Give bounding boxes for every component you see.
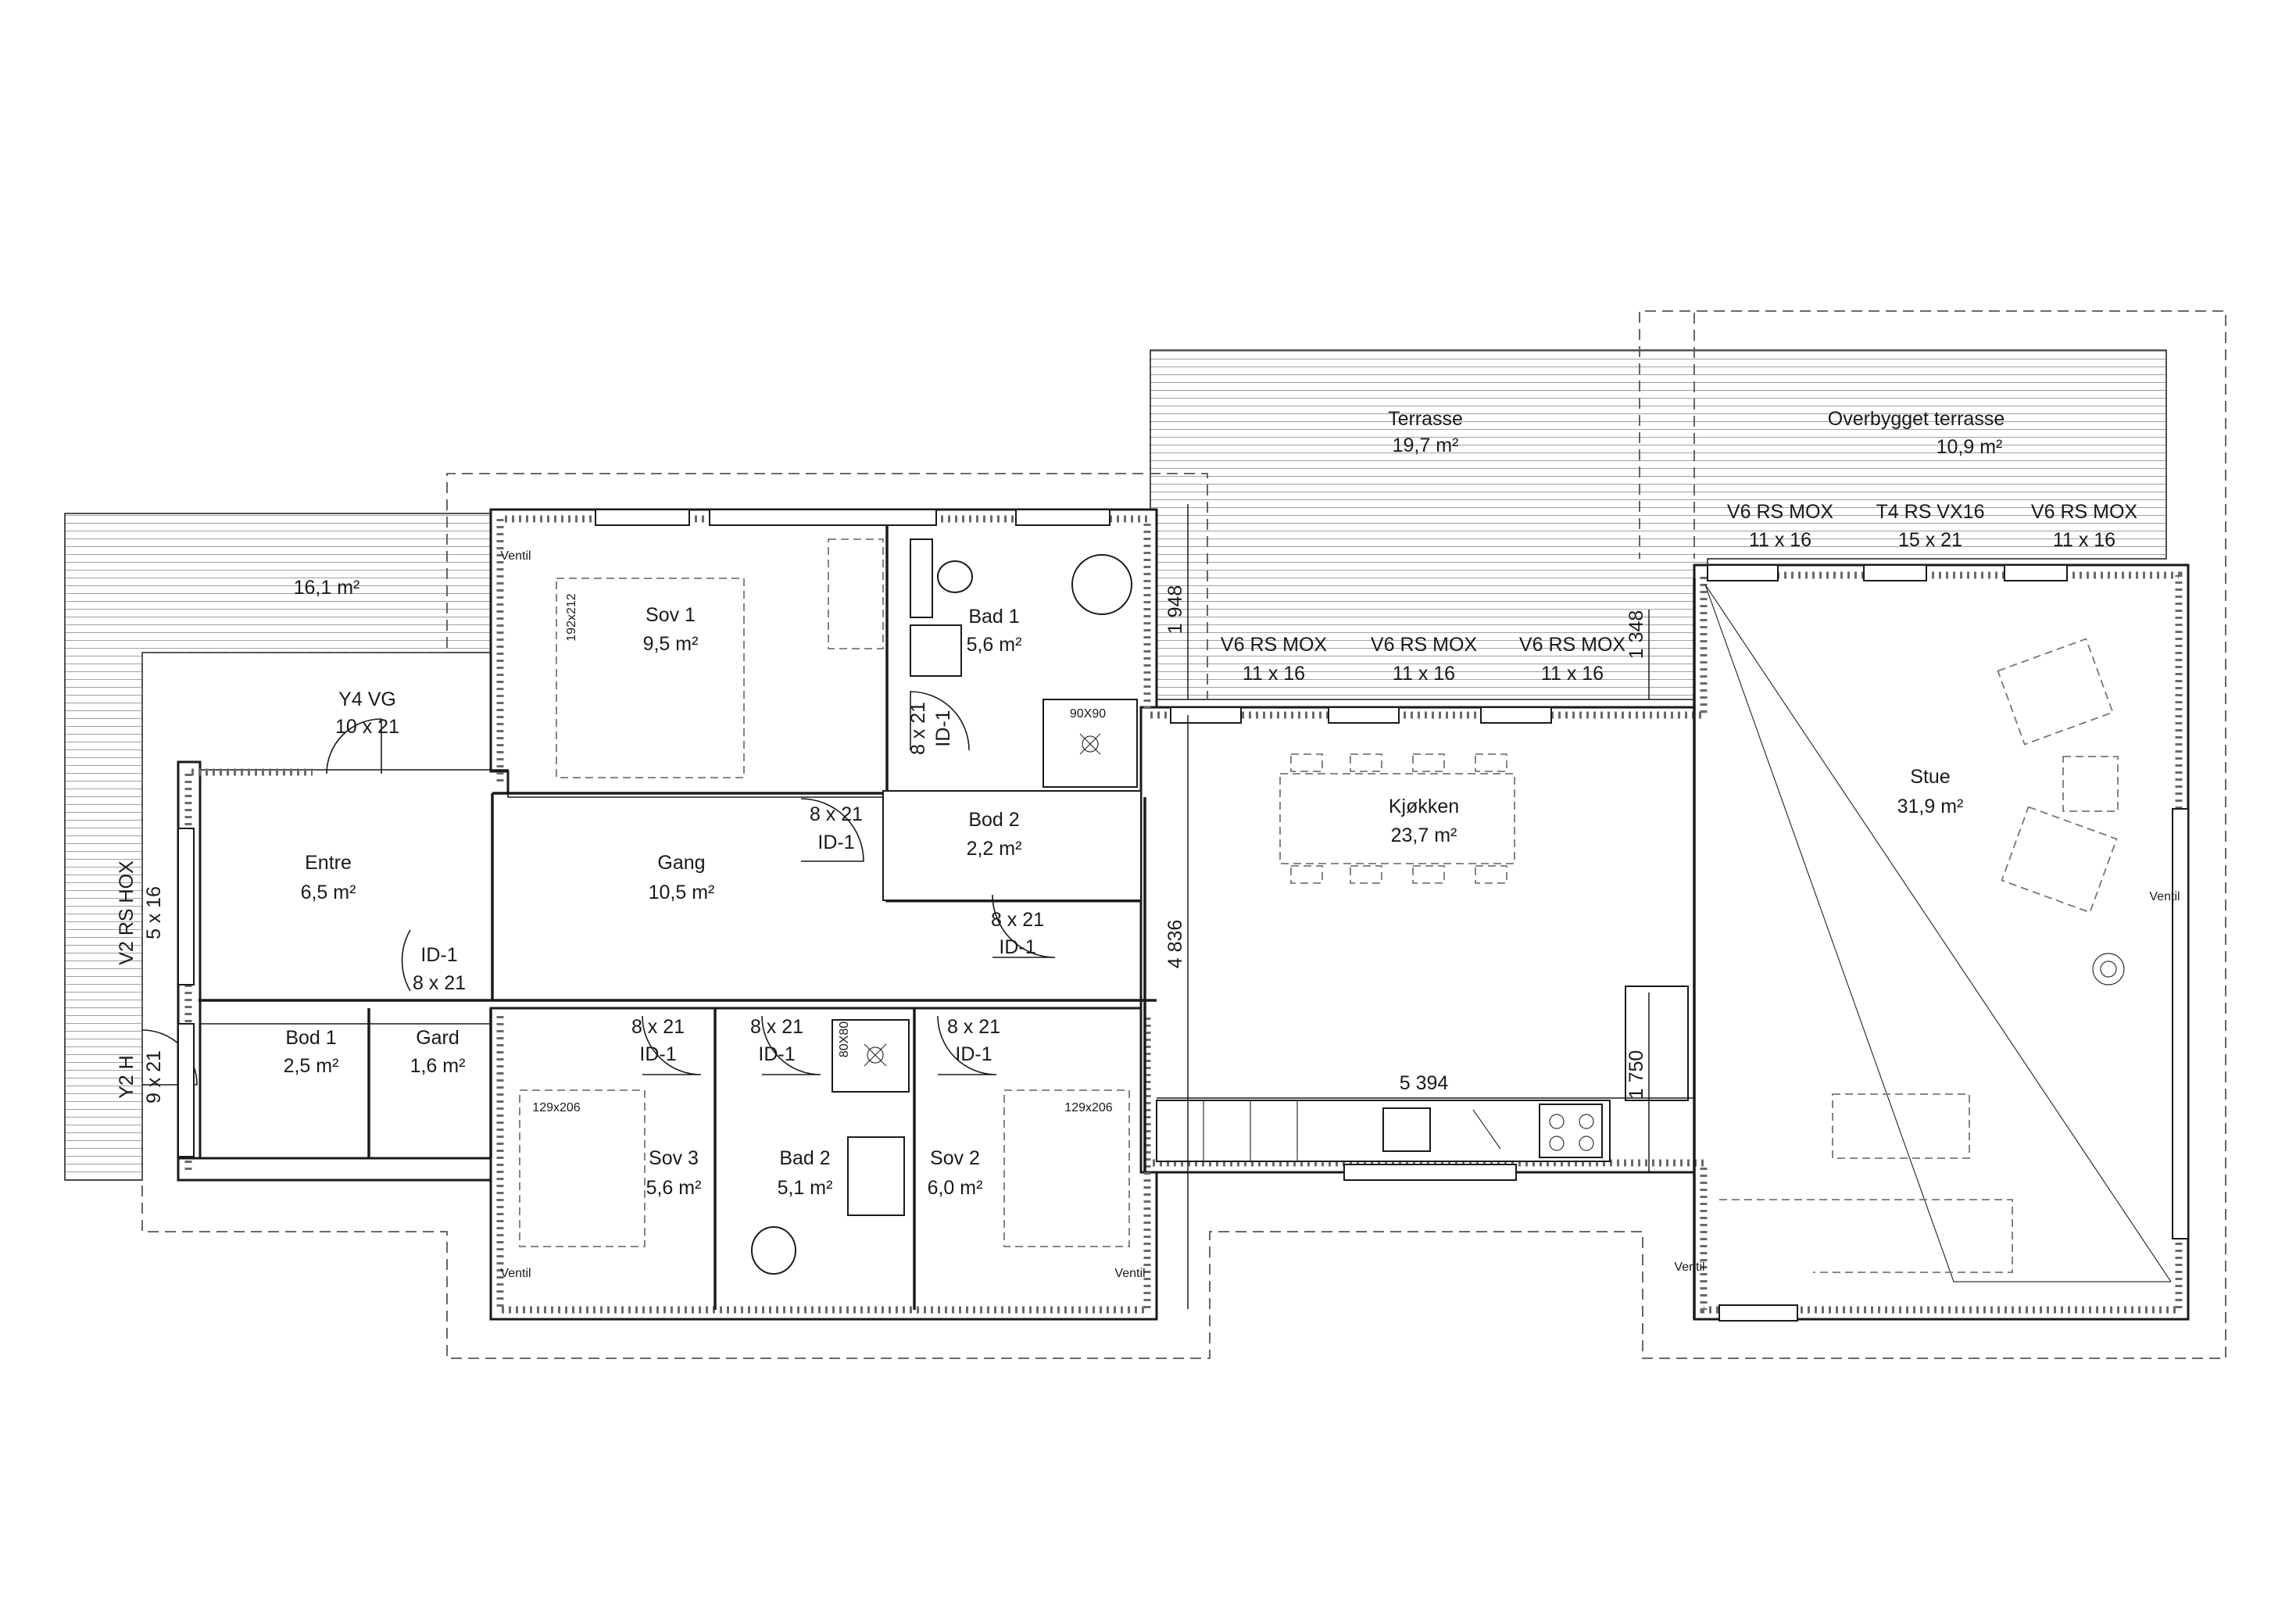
room-bod1-area: 2,5 m² <box>284 1055 339 1077</box>
west-door-size: 9 x 21 <box>143 1050 165 1104</box>
win-ns1-size: 11 x 16 <box>1749 529 1811 551</box>
roof-overhang <box>141 310 2226 1359</box>
room-entre-name: Entre <box>305 852 352 874</box>
door-bad1-size: 8 x 21 <box>907 702 929 755</box>
win-ns3-size: 11 x 16 <box>2053 529 2115 551</box>
dim-5394: 5 394 <box>1400 1072 1449 1094</box>
win-ns2-size: 15 x 21 <box>1898 529 1962 551</box>
dining-table <box>1279 753 1515 884</box>
vent-label: Ventil <box>1114 1267 1145 1280</box>
vent-label: Ventil <box>1674 1261 1704 1274</box>
room-gard-name: Gard <box>416 1027 460 1049</box>
label-overbygget: Overbygget terrasse <box>1828 408 2005 430</box>
door-bod2-size: 8 x 21 <box>991 909 1044 931</box>
dim-4836: 4 836 <box>1164 920 1186 969</box>
door-bad2-id: ID-1 <box>758 1043 795 1065</box>
window-openings <box>177 509 2189 1322</box>
win-k3-size: 11 x 16 <box>1541 663 1604 685</box>
room-kjokken-area: 23,7 m² <box>1391 825 1457 846</box>
beds <box>519 538 1130 1247</box>
room-bod1-name: Bod 1 <box>285 1027 336 1049</box>
room-sov1-area: 9,5 m² <box>643 633 699 655</box>
room-stue-name: Stue <box>1910 766 1950 788</box>
room-sov3-area: 5,6 m² <box>646 1177 702 1199</box>
door-sov1-size: 8 x 21 <box>810 803 863 825</box>
dim-1948: 1 948 <box>1164 585 1186 635</box>
room-sov1-name: Sov 1 <box>646 604 696 626</box>
area-terrasse: 19,7 m² <box>1393 435 1459 456</box>
win-k2-type: V6 RS MOX <box>1371 634 1477 656</box>
room-sov2-area: 6,0 m² <box>928 1177 983 1199</box>
room-bad1-name: Bad 1 <box>968 606 1019 628</box>
room-bod2-area: 2,2 m² <box>967 838 1022 860</box>
door-sov2-id: ID-1 <box>955 1043 992 1065</box>
win-ns3-type: V6 RS MOX <box>2031 501 2137 523</box>
door-sov1-id: ID-1 <box>817 832 854 853</box>
dimension-lines <box>1157 504 1694 1309</box>
shower-bad1-size: 90X90 <box>1070 707 1106 721</box>
door-sov3-id: ID-1 <box>639 1043 676 1065</box>
bed-sov2-size: 129x206 <box>1064 1101 1112 1114</box>
bed-sov3-size: 129x206 <box>532 1101 580 1114</box>
door-bad1-id: ID-1 <box>932 710 954 746</box>
room-sov3-name: Sov 3 <box>649 1147 699 1169</box>
win-k3-type: V6 RS MOX <box>1519 634 1625 656</box>
door-swings <box>141 691 1056 1086</box>
shower-bad2-size: 80X80 <box>838 1021 851 1057</box>
win-ns2-type: T4 RS VX16 <box>1876 501 1985 523</box>
win-k1-type: V6 RS MOX <box>1221 634 1327 656</box>
room-entre-area: 6,5 m² <box>301 882 356 903</box>
room-gard-area: 1,6 m² <box>410 1055 466 1077</box>
bed-sov1-size: 192x212 <box>565 593 578 641</box>
room-stue-area: 31,9 m² <box>1897 796 1964 817</box>
door-sov2-size: 8 x 21 <box>947 1016 1000 1038</box>
vents: Ventil Ventil Ventil Ventil Ventil <box>500 549 2180 1280</box>
door-bad2-size: 8 x 21 <box>750 1016 803 1038</box>
door-entre-size: 8 x 21 <box>413 972 466 994</box>
room-kjokken-name: Kjøkken <box>1389 796 1459 817</box>
vent-label: Ventil <box>500 1267 531 1280</box>
entry-door-size: 10 x 21 <box>335 716 399 738</box>
door-entre-id: ID-1 <box>420 944 457 966</box>
label-terrasse: Terrasse <box>1388 408 1463 430</box>
entry-door-type: Y4 VG <box>338 689 396 710</box>
win-k2-size: 11 x 16 <box>1393 663 1455 685</box>
west-window-size: 5 x 16 <box>143 886 165 939</box>
room-bad1-area: 5,6 m² <box>967 634 1022 656</box>
partitions <box>198 519 1696 1319</box>
west-window-type: V2 RS HOX <box>116 860 138 965</box>
room-bad2-name: Bad 2 <box>779 1147 830 1169</box>
room-gang-name: Gang <box>657 852 705 874</box>
win-k1-size: 11 x 16 <box>1243 663 1305 685</box>
bath-fixtures <box>751 538 1138 1275</box>
vent-label: Ventil <box>500 549 531 563</box>
room-gang-area: 10,5 m² <box>649 882 715 903</box>
room-bad2-area: 5,1 m² <box>778 1177 833 1199</box>
door-sov3-size: 8 x 21 <box>631 1016 685 1038</box>
dim-1750: 1 750 <box>1625 1050 1647 1100</box>
dim-1348: 1 348 <box>1625 610 1647 660</box>
kitchen-fittings <box>1156 985 1689 1162</box>
room-sov2-name: Sov 2 <box>930 1147 980 1169</box>
win-ns1-type: V6 RS MOX <box>1727 501 1833 523</box>
room-bod2-name: Bod 2 <box>968 809 1019 831</box>
area-deck-west: 16,1 m² <box>294 577 360 599</box>
west-door-type: Y2 H <box>116 1055 138 1099</box>
door-bod2-id: ID-1 <box>999 936 1035 958</box>
vent-label: Ventil <box>2149 890 2180 903</box>
area-overbygget: 10,9 m² <box>1937 436 2003 458</box>
